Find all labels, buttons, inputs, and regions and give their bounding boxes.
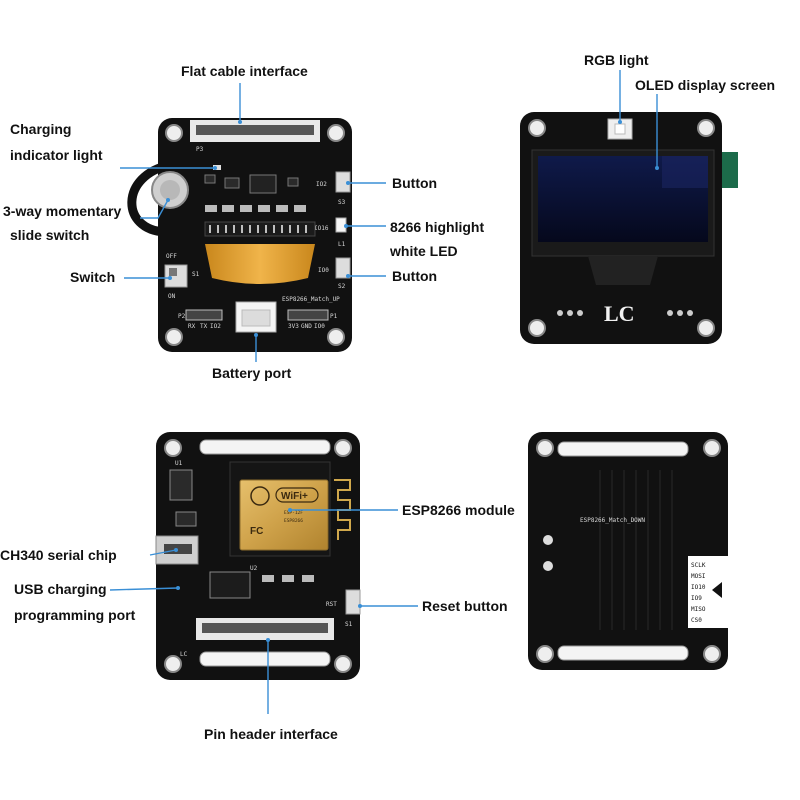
label-switch: Switch	[70, 269, 115, 285]
board-esp: U1 WiFi+ FC ESP-12F ESP8266 U2 RST S1 LC	[155, 432, 361, 680]
mount-hole	[327, 328, 345, 346]
silk-off: OFF	[166, 253, 177, 260]
label-charging-2: indicator light	[10, 147, 103, 163]
label-pin-header: Pin header interface	[204, 726, 338, 742]
mount-hole	[327, 124, 345, 142]
silk-u1: U1	[175, 460, 183, 467]
board-oled: LC	[520, 112, 738, 344]
pcb-board-4	[528, 432, 728, 670]
silk-cs0: CS0	[691, 617, 702, 624]
pcb-traces	[599, 470, 673, 630]
warning-icon	[712, 582, 722, 598]
module-line1: ESP-12F	[284, 510, 303, 516]
silk-rx: RX	[188, 323, 196, 330]
silk-p1: P1	[330, 313, 338, 320]
silk-io10: IO10	[691, 584, 706, 591]
ic-chip	[249, 174, 277, 194]
charging-led	[213, 165, 221, 170]
module-logo-icon	[250, 486, 270, 506]
silk-board4-name: ESP8266_Match_DOWN	[580, 517, 645, 524]
board-front-top: P3 IO2 S3 IO16 L1 IO0 S2	[127, 118, 352, 352]
silk-s3: S3	[338, 199, 346, 206]
silk-io0b: IO0	[314, 323, 325, 330]
silk-l1: L1	[338, 241, 346, 248]
silk-io0: IO0	[318, 267, 329, 274]
label-rgb: RGB light	[584, 52, 649, 68]
label-charging-1: Charging	[10, 121, 71, 137]
silk-on: ON	[168, 293, 176, 300]
mount-hole	[165, 124, 183, 142]
label-battery: Battery port	[212, 365, 292, 381]
silk-io9: IO9	[691, 595, 702, 602]
label-button-bottom: Button	[392, 268, 437, 284]
silk-p2: P2	[178, 313, 186, 320]
module-line2: ESP8266	[284, 518, 303, 524]
button-io2	[335, 171, 351, 193]
silk-io2: IO2	[316, 181, 327, 188]
silk-p3: P3	[196, 146, 204, 153]
module-wifi-text: WiFi+	[281, 491, 308, 502]
ch340-chip	[209, 571, 251, 599]
pin-row	[209, 225, 307, 233]
button-io0	[335, 257, 351, 279]
mount-hole	[165, 328, 183, 346]
silk-io16: IO16	[314, 225, 329, 232]
silk-io2b: IO2	[210, 323, 221, 330]
silk-gnd: GND	[301, 323, 312, 330]
silk-s2: S2	[338, 283, 346, 290]
label-oled: OLED display screen	[635, 77, 775, 93]
module-fc-text: FC	[250, 526, 263, 537]
label-ch340: CH340 serial chip	[0, 547, 117, 563]
silk-board1-name: ESP8266_Match_UP	[282, 296, 340, 303]
battery-wire	[127, 160, 172, 237]
silk-miso: MISO	[691, 606, 706, 613]
silk-board3-logo: LC	[180, 651, 188, 658]
label-led-1: 8266 highlight	[390, 219, 484, 235]
label-slide-2: slide switch	[10, 227, 89, 243]
label-usb-1: USB charging	[14, 581, 107, 597]
esp8266-module	[239, 479, 329, 551]
silk-s1b: S1	[345, 621, 353, 628]
label-esp: ESP8266 module	[402, 502, 515, 518]
label-led-2: white LED	[389, 243, 458, 259]
silk-3v3: 3V3	[288, 323, 299, 330]
silk-mosi: MOSI	[691, 573, 706, 580]
silk-tx: TX	[200, 323, 208, 330]
silk-rst: RST	[326, 601, 337, 608]
label-flat-cable: Flat cable interface	[181, 63, 308, 79]
lc-logo: LC	[604, 301, 635, 326]
reset-switch	[345, 589, 361, 615]
label-reset: Reset button	[422, 598, 508, 614]
label-slide-1: 3-way momentary	[3, 203, 121, 219]
silk-sclk: SCLK	[691, 562, 706, 569]
silk-s1: S1	[192, 271, 200, 278]
silk-u2: U2	[250, 565, 258, 572]
board-back: ESP8266_Match_DOWN SCLK MOSI IO10 IO9 MI…	[528, 432, 728, 670]
label-usb-2: programming port	[14, 607, 136, 623]
oled-ribbon	[205, 244, 315, 284]
label-button-top: Button	[392, 175, 437, 191]
